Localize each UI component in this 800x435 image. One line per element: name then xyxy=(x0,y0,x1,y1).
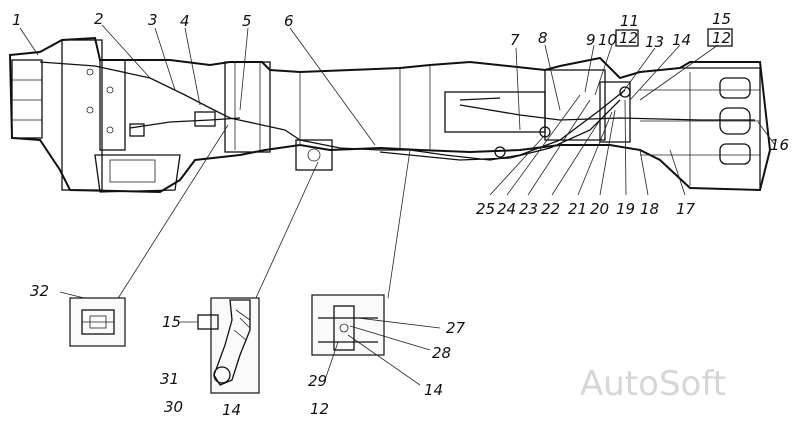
callout-28: 28 xyxy=(432,344,451,362)
callout-27: 27 xyxy=(446,319,466,337)
callout-31: 31 xyxy=(160,370,179,388)
callout-4: 4 xyxy=(180,12,190,30)
callout-23: 23 xyxy=(519,200,538,218)
callout-15: 15 xyxy=(712,10,731,28)
callout-12-boxed: 12 xyxy=(619,29,638,47)
callout-25: 25 xyxy=(476,200,495,218)
callout-8: 8 xyxy=(538,29,548,47)
callout-10: 10 xyxy=(598,31,617,49)
watermark-text: AutoSoft xyxy=(580,364,726,404)
callout-21: 21 xyxy=(568,200,587,218)
callout-16: 16 xyxy=(770,136,789,154)
callout-7: 7 xyxy=(510,31,520,49)
callout-14-detail: 14 xyxy=(222,401,241,419)
callout-labels: 1 2 3 4 5 6 7 8 9 10 11 12 13 14 15 12 1… xyxy=(12,10,789,419)
callout-29: 29 xyxy=(308,372,327,390)
callout-19: 19 xyxy=(616,200,635,218)
callout-3: 3 xyxy=(148,11,158,29)
callout-30: 30 xyxy=(164,398,183,416)
callout-5: 5 xyxy=(242,12,252,30)
callout-32: 32 xyxy=(30,282,49,300)
brake-pipes xyxy=(39,61,755,171)
callout-18: 18 xyxy=(640,200,659,218)
callout-24: 24 xyxy=(497,200,516,218)
callout-6: 6 xyxy=(284,12,294,30)
callout-1: 1 xyxy=(12,11,22,29)
detail-inset-valve xyxy=(197,297,260,394)
callout-9: 9 xyxy=(586,31,596,49)
callout-13: 13 xyxy=(645,33,664,51)
detail-inset-clamp xyxy=(311,294,441,386)
tractor-frame-drawing xyxy=(8,36,772,194)
callout-20: 20 xyxy=(590,200,609,218)
callout-14: 14 xyxy=(672,31,691,49)
callout-22: 22 xyxy=(541,200,560,218)
callout-11: 11 xyxy=(620,12,639,30)
callout-2: 2 xyxy=(94,10,104,28)
detail-inset-32 xyxy=(69,297,126,347)
leader-lines xyxy=(19,24,776,303)
callout-12-detail: 12 xyxy=(310,400,329,418)
callout-12-boxed-2: 12 xyxy=(712,29,731,47)
callout-17: 17 xyxy=(676,200,696,218)
callout-14-clamp: 14 xyxy=(424,381,443,399)
callout-15-detail: 15 xyxy=(162,313,181,331)
